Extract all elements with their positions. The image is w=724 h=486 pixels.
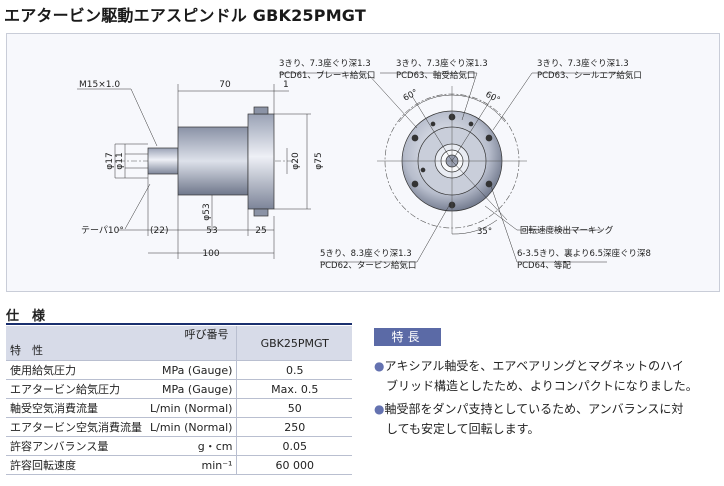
spec-header-cell: 呼び番号 特 性	[6, 326, 237, 361]
row-unit: min⁻¹	[146, 455, 237, 475]
front-view-labels: 3きり、7.3座ぐり深1.3 PCD61、ブレーキ給気口 3きり、7.3座ぐり深…	[279, 58, 651, 271]
table-row: エアタービン空気消費流量 L/min (Normal) 250	[6, 417, 352, 437]
row-unit: g・cm	[146, 436, 237, 456]
feature-text: ブリッド構造としたため、よりコンパクトになりました。	[386, 379, 698, 393]
note-seal-hole: 3きり、7.3座ぐり深1.3	[537, 58, 629, 69]
dim-phi53: φ53	[202, 203, 212, 220]
row-name: 許容回転速度	[6, 455, 146, 475]
row-unit: MPa (Gauge)	[146, 379, 237, 399]
dim-70: 70	[219, 80, 231, 90]
row-value: Max. 0.5	[236, 379, 352, 399]
features-badge: 特長	[374, 328, 441, 346]
front-view	[279, 72, 632, 263]
feature-text: 軸受部をダンパ支持としているため、アンバランスに対	[384, 402, 684, 416]
header-model-label: 呼び番号	[184, 328, 229, 341]
dim-1: 1	[283, 80, 289, 90]
row-value: 0.5	[236, 360, 352, 380]
angle-35: 35°	[477, 227, 492, 237]
feature-text: アキシアル軸受を、エアベアリングとマグネットのハイ	[384, 359, 684, 373]
spec-section-label: 仕 様	[6, 309, 46, 324]
row-value: 250	[236, 417, 352, 437]
note-brake-hole: 3きり、7.3座ぐり深1.3	[279, 58, 371, 69]
feature-text: しても安定して回転します。	[386, 422, 540, 436]
thread-label: M15×1.0	[79, 80, 120, 90]
row-name: 許容アンバランス量	[6, 436, 146, 456]
taper-label: テーパ10°	[81, 225, 124, 236]
dim-phi17: φ17	[105, 152, 115, 169]
feature-item: ●軸受部をダンパ支持としているため、アンバランスに対 しても安定して回転します。	[374, 399, 720, 439]
dim-phi75: φ75	[314, 152, 324, 169]
row-name: 使用給気圧力	[6, 360, 146, 380]
dim-100: 100	[202, 249, 219, 259]
note-bearing-hole: 3きり、7.3座ぐり深1.3	[396, 58, 488, 69]
dim-phi20: φ20	[291, 152, 301, 170]
drawing-panel: M15×1.0 70 1 φ17 φ11 φ53 φ20 φ75 テーパ10° …	[6, 33, 720, 292]
table-row: エアタービン給気圧力 MPa (Gauge) Max. 0.5	[6, 379, 352, 399]
spec-table: 呼び番号 特 性 GBK25PMGT 使用給気圧力 MPa (Gauge) 0.…	[6, 326, 352, 475]
dim-22: (22)	[150, 226, 168, 236]
table-row: 使用給気圧力 MPa (Gauge) 0.5	[6, 360, 352, 380]
spec-rule	[6, 323, 352, 325]
angle-60-left: 60°	[402, 88, 420, 104]
table-row: 許容アンバランス量 g・cm 0.05	[6, 436, 352, 456]
spindle-body	[177, 126, 249, 196]
header-property-label: 特 性	[10, 344, 43, 357]
dim-25: 25	[255, 226, 266, 236]
note-seal-pcd: PCD63、シールエア給気口	[537, 70, 642, 81]
spec-header-row: 呼び番号 特 性 GBK25PMGT	[6, 326, 352, 361]
row-value: 50	[236, 398, 352, 418]
row-name: エアタービン空気消費流量	[6, 417, 146, 437]
row-unit: MPa (Gauge)	[146, 360, 237, 380]
note-turbine-pcd: PCD62、タービン給気口	[320, 260, 416, 271]
side-view-labels: M15×1.0 70 1 φ17 φ11 φ53 φ20 φ75 テーパ10° …	[79, 80, 324, 259]
shaft-tip	[147, 147, 179, 175]
row-unit: L/min (Normal)	[146, 417, 237, 437]
note-marking: 回転速度検出マーキング	[520, 225, 614, 236]
dim-phi11: φ11	[115, 152, 125, 169]
bullet-icon: ●	[374, 359, 385, 373]
side-view	[77, 84, 311, 259]
technical-drawing: M15×1.0 70 1 φ17 φ11 φ53 φ20 φ75 テーパ10° …	[77, 58, 651, 271]
page-title: エアタービン駆動エアスピンドル GBK25PMGT	[4, 6, 366, 25]
row-value: 0.05	[236, 436, 352, 456]
note-mount-hole: 6-3.5きり、裏より6.5深座ぐり深8	[517, 248, 651, 259]
row-name: エアタービン給気圧力	[6, 379, 146, 399]
table-row: 軸受空気消費流量 L/min (Normal) 50	[6, 398, 352, 418]
note-mount-pcd: PCD64、等配	[517, 260, 571, 271]
row-unit: L/min (Normal)	[146, 398, 237, 418]
note-bearing-pcd: PCD63、軸受給気口	[396, 70, 475, 81]
dim-53: 53	[206, 226, 217, 236]
note-brake-pcd: PCD61、ブレーキ給気口	[279, 70, 375, 81]
feature-item: ●アキシアル軸受を、エアベアリングとマグネットのハイ ブリッド構造としたため、よ…	[374, 356, 720, 396]
spindle-flange	[247, 113, 275, 210]
table-row: 許容回転速度 min⁻¹ 60 000	[6, 455, 352, 475]
row-name: 軸受空気消費流量	[6, 398, 146, 418]
bullet-icon: ●	[374, 402, 385, 416]
header-model-value: GBK25PMGT	[236, 326, 352, 361]
note-turbine-hole: 5きり、8.3座ぐり深1.3	[320, 248, 412, 259]
row-value: 60 000	[236, 455, 352, 475]
